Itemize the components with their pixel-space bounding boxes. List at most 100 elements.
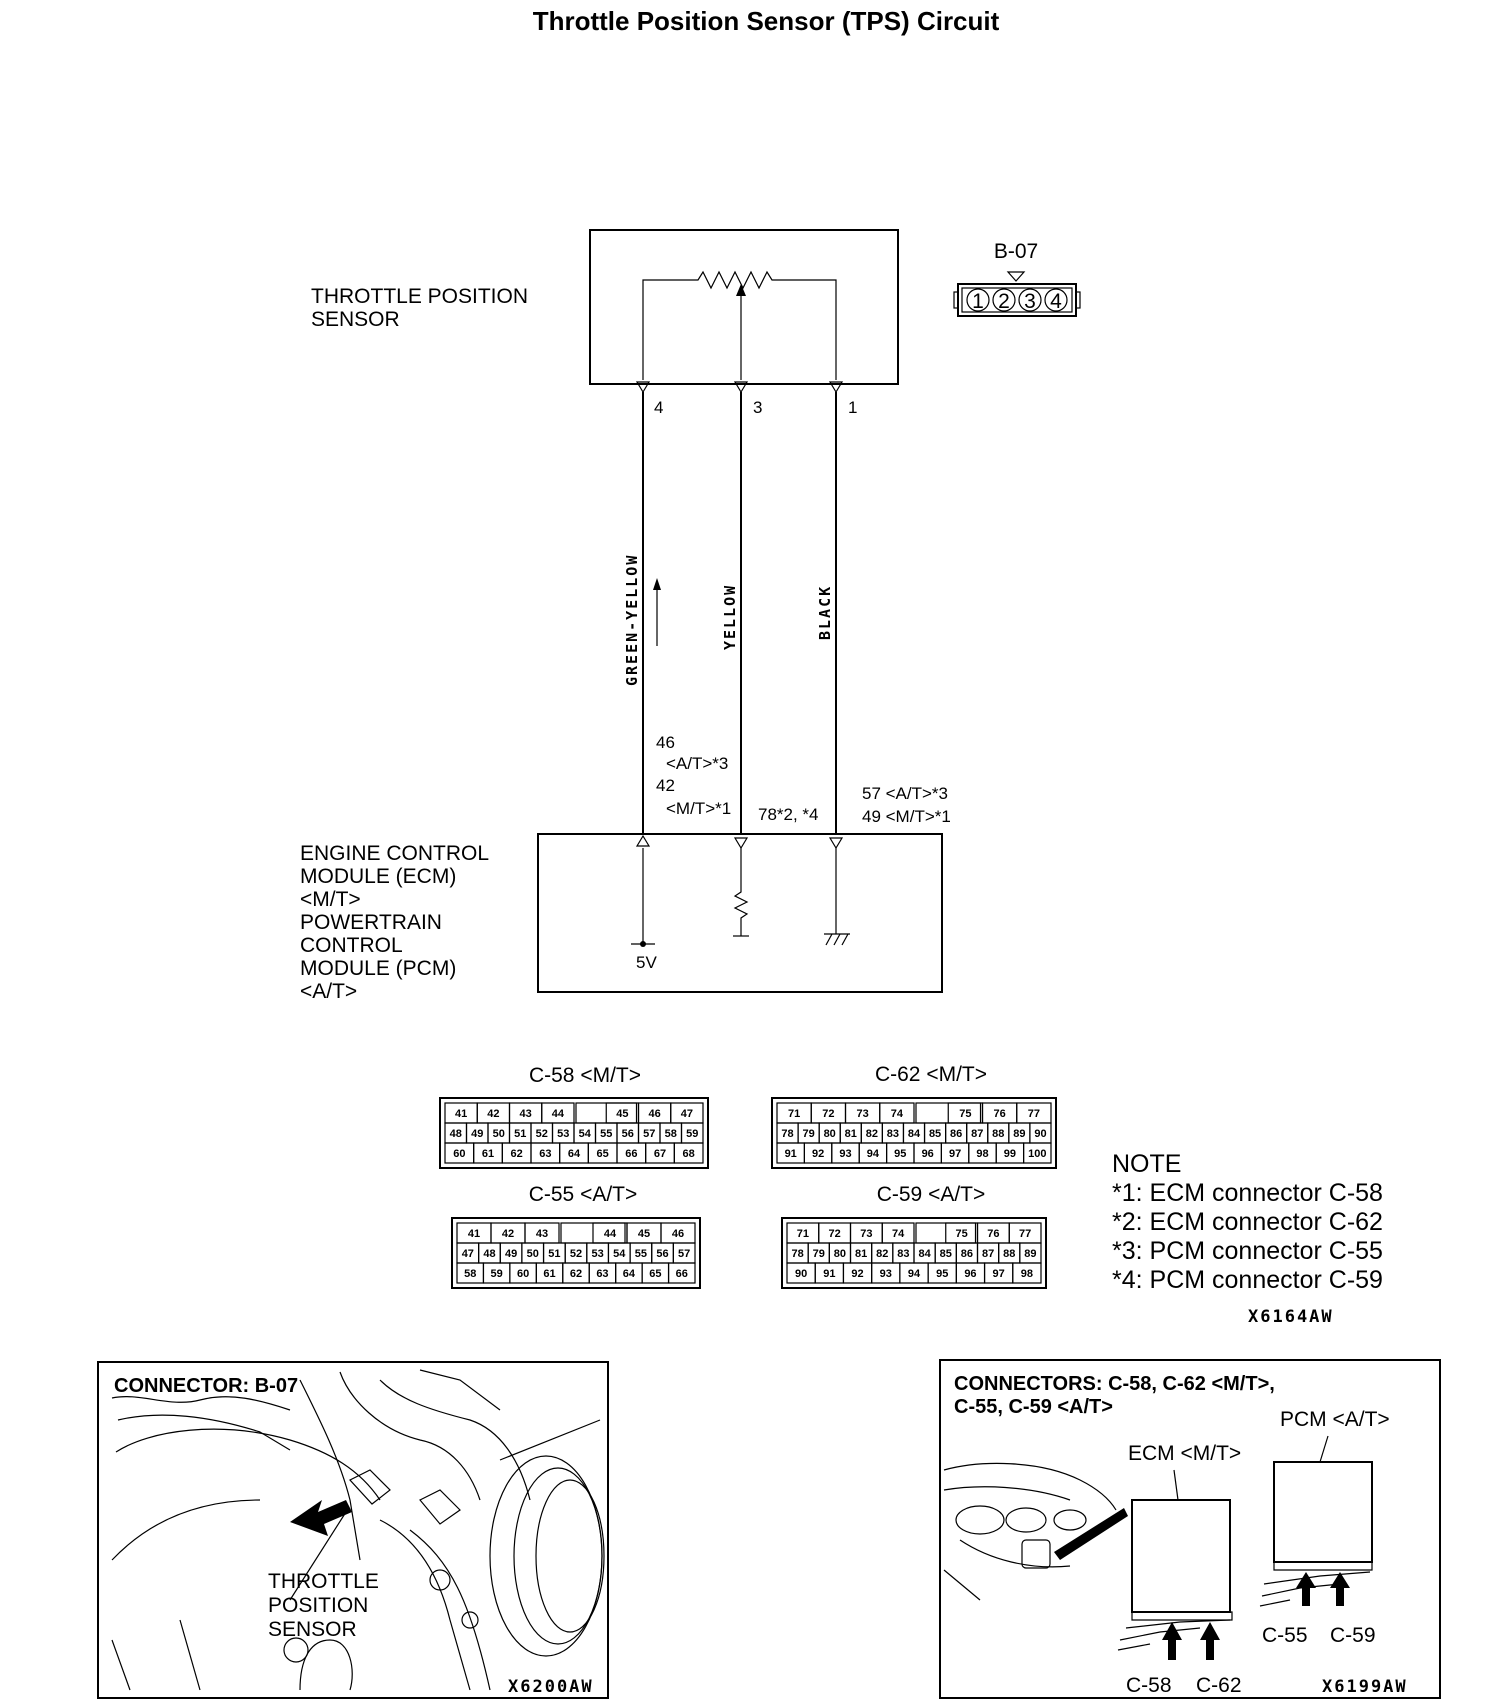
connector-pin-number: 75 bbox=[959, 1108, 971, 1120]
terminal-49: 49 <M/T>*1 bbox=[862, 807, 951, 826]
module-terminals bbox=[635, 834, 844, 850]
connector-pin-number: 97 bbox=[949, 1148, 961, 1160]
c59-pointer-arrow-icon bbox=[1330, 1572, 1350, 1606]
b07-pin-2: 2 bbox=[998, 290, 1010, 313]
c58-pointer-arrow-icon bbox=[1162, 1622, 1182, 1660]
panel-left-label-line3: SENSOR bbox=[268, 1618, 357, 1641]
connector-pin-number: 85 bbox=[929, 1128, 941, 1140]
connector-pin-number: 87 bbox=[982, 1248, 994, 1260]
ecm-leader-line bbox=[1173, 1469, 1179, 1501]
connector-b07-key bbox=[1006, 271, 1026, 282]
connector-pin-number: 60 bbox=[517, 1268, 529, 1280]
connector-pin-number: 94 bbox=[908, 1268, 921, 1280]
connector-pin-number: 94 bbox=[867, 1148, 880, 1160]
sensor-label-line1: THROTTLE POSITION bbox=[311, 285, 528, 308]
connector-pin-number: 96 bbox=[922, 1148, 934, 1160]
connector-pin-number: 79 bbox=[813, 1248, 825, 1260]
connector-pin-number: 56 bbox=[622, 1128, 634, 1140]
connector-pin-number: 71 bbox=[797, 1228, 809, 1240]
connector-pin-number: 47 bbox=[462, 1248, 474, 1260]
connector-pin-number: 45 bbox=[638, 1228, 650, 1240]
connector-pin-number: 43 bbox=[520, 1108, 532, 1120]
connector-pin-number: 85 bbox=[940, 1248, 952, 1260]
pointer-arrow-icon bbox=[290, 1500, 352, 1536]
sensor-label-line2: SENSOR bbox=[311, 308, 400, 331]
signal-direction-arrow-icon bbox=[653, 578, 661, 646]
connector-pin-number: 44 bbox=[604, 1228, 617, 1240]
connector-pin-number: 55 bbox=[635, 1248, 647, 1260]
connector-pin-number: 84 bbox=[918, 1248, 931, 1260]
connector-pin-number: 52 bbox=[536, 1128, 548, 1140]
panel-right-code: X6199AW bbox=[1322, 1677, 1408, 1697]
connector-pin-number: 49 bbox=[471, 1128, 483, 1140]
terminal-42: 42 bbox=[656, 776, 675, 795]
connector-pin-number: 89 bbox=[1013, 1128, 1025, 1140]
c55-pointer-arrow-icon bbox=[1296, 1572, 1316, 1606]
connector-pin-number: 66 bbox=[625, 1148, 637, 1160]
connector-pin-number: 42 bbox=[487, 1108, 499, 1120]
connector-c55-label: C-55 <A/T> bbox=[529, 1183, 638, 1206]
panel-left-title: CONNECTOR: B-07 bbox=[114, 1375, 298, 1397]
connector-pin-number: 68 bbox=[683, 1148, 695, 1160]
connector-pin-number: 46 bbox=[672, 1228, 684, 1240]
connector-pin-number: 78 bbox=[791, 1248, 803, 1260]
panel-left-code: X6200AW bbox=[508, 1677, 594, 1697]
connector-pin-number: 93 bbox=[880, 1268, 892, 1280]
connector-pin-number: 62 bbox=[570, 1268, 582, 1280]
connector-b07-face: 1 2 3 4 bbox=[953, 283, 1081, 317]
connector-pin-number: 41 bbox=[468, 1228, 480, 1240]
connector-pin-number: 83 bbox=[897, 1248, 909, 1260]
terminal-46: 46 bbox=[656, 733, 675, 752]
panel-right-ecm-label: ECM <M/T> bbox=[1128, 1442, 1241, 1465]
wire-label-green-yellow: GREEN-YELLOW bbox=[623, 554, 641, 686]
connector-pin-number: 66 bbox=[676, 1268, 688, 1280]
module-label-line7: <A/T> bbox=[300, 980, 357, 1003]
connector-pin-number: 56 bbox=[656, 1248, 668, 1260]
supply-5v-label: 5V bbox=[636, 953, 657, 972]
sensor-pin-3: 3 bbox=[753, 398, 762, 417]
connector-pin-number: 88 bbox=[992, 1128, 1004, 1140]
connector-pin-number: 62 bbox=[511, 1148, 523, 1160]
connector-pin-number: 53 bbox=[592, 1248, 604, 1260]
connector-pin-number: 84 bbox=[908, 1128, 921, 1140]
b07-pin-3: 3 bbox=[1024, 290, 1036, 313]
connector-pin-number: 50 bbox=[493, 1128, 505, 1140]
connector-pin-number: 81 bbox=[845, 1128, 857, 1140]
connector-cavity bbox=[1022, 1142, 1052, 1164]
connector-pin-number: 88 bbox=[1003, 1248, 1015, 1260]
connector-pin-number: 59 bbox=[686, 1128, 698, 1140]
panel-right-title-line2: C-55, C-59 <A/T> bbox=[954, 1396, 1113, 1418]
connector-pin-number: 51 bbox=[514, 1128, 526, 1140]
connector-pin-number: 41 bbox=[455, 1108, 467, 1120]
connector-pin-number: 86 bbox=[961, 1248, 973, 1260]
panel-left-label-line1: THROTTLE bbox=[268, 1570, 379, 1593]
connector-pin-number: 73 bbox=[857, 1108, 869, 1120]
connector-pin-number: 79 bbox=[802, 1128, 814, 1140]
connector-pin-number: 91 bbox=[785, 1148, 797, 1160]
connector-pin-number: 61 bbox=[482, 1148, 494, 1160]
connector-pin-number: 42 bbox=[502, 1228, 514, 1240]
sensor-terminals bbox=[635, 381, 844, 394]
connector-pin-number: 64 bbox=[623, 1268, 636, 1280]
connector-pin-number: 58 bbox=[464, 1268, 476, 1280]
page-title: Throttle Position Sensor (TPS) Circuit bbox=[533, 6, 1000, 36]
supply-5v-symbol bbox=[631, 848, 655, 947]
connector-pin-number: 47 bbox=[681, 1108, 693, 1120]
connector-pin-number: 48 bbox=[450, 1128, 462, 1140]
panel-right-title-line1: CONNECTORS: C-58, C-62 <M/T>, bbox=[954, 1373, 1275, 1395]
connector-pin-number: 81 bbox=[855, 1248, 867, 1260]
note-item-3: *3: PCM connector C-55 bbox=[1112, 1237, 1383, 1265]
connector-pin-number: 55 bbox=[600, 1128, 612, 1140]
connector-pin-number: 82 bbox=[866, 1128, 878, 1140]
terminal-46-sub: <A/T>*3 bbox=[666, 754, 728, 773]
module-label-line6: MODULE (PCM) bbox=[300, 957, 456, 980]
connector-pin-number: 78 bbox=[781, 1128, 793, 1140]
connector-pin-number: 57 bbox=[643, 1128, 655, 1140]
connector-pin-number: 67 bbox=[654, 1148, 666, 1160]
connector-c62-outline bbox=[771, 1097, 1057, 1169]
ground-icon bbox=[824, 848, 850, 946]
connector-pin-number: 98 bbox=[976, 1148, 988, 1160]
